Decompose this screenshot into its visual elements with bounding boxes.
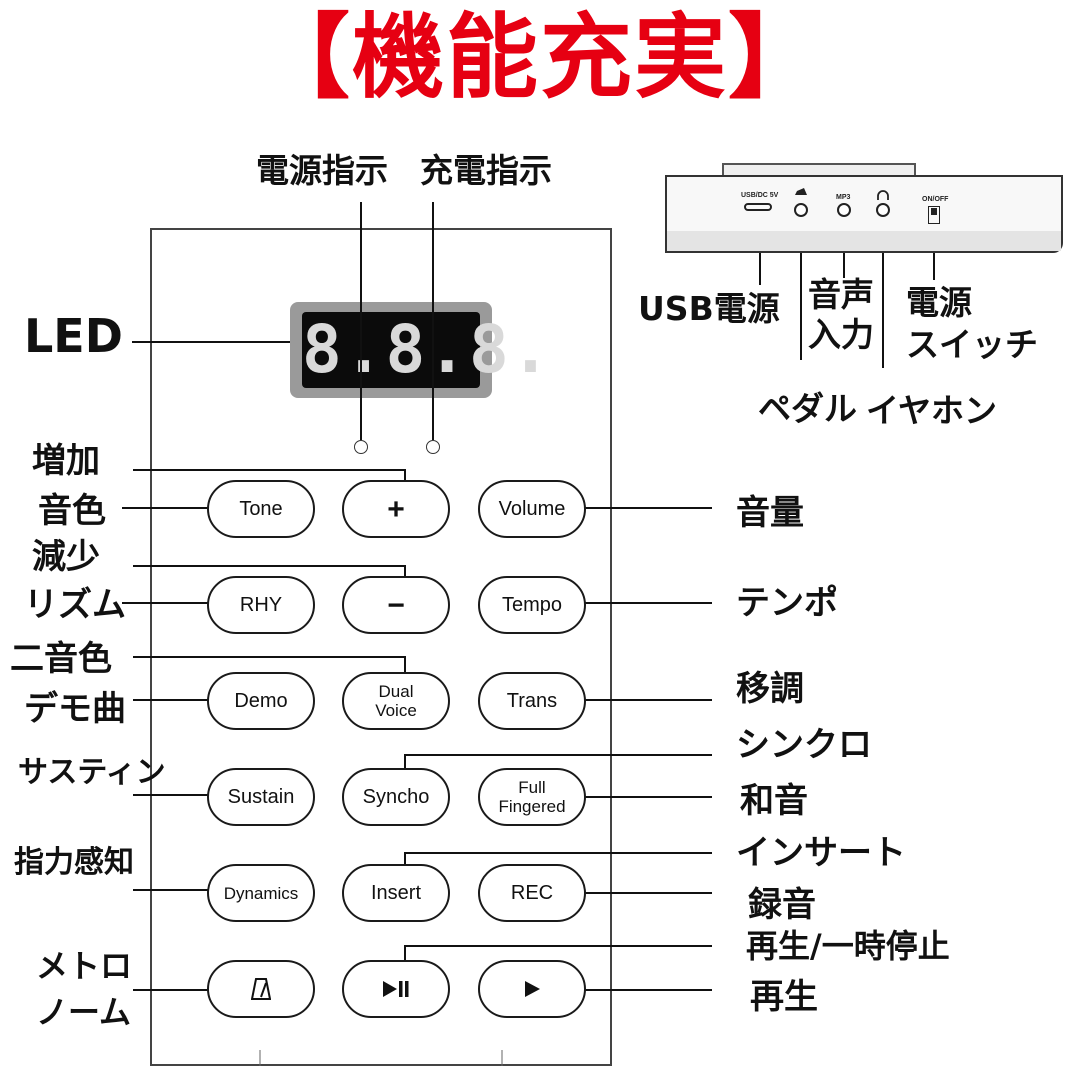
power-indicator-label: 電源指示: [256, 151, 388, 190]
minus-button[interactable]: −: [342, 576, 450, 634]
power-switch-label-line2: スイッチ: [906, 325, 1038, 364]
full-fingered-button[interactable]: Full Fingered: [478, 768, 586, 826]
metronome-label-line2: ノーム: [36, 993, 132, 1031]
switch-label: ON/OFF: [922, 196, 949, 203]
record-label: 録音: [748, 885, 816, 925]
mp3-jack: [837, 203, 851, 217]
headphones-icon: [876, 190, 890, 205]
dynamics-label: 指力感知: [14, 845, 134, 880]
tone-label: 音色: [38, 491, 106, 531]
metronome-label-line1: メトロ: [36, 947, 133, 985]
metronome-icon: [251, 978, 271, 1000]
led-label: LED: [24, 309, 123, 363]
demo-label: デモ曲: [24, 689, 126, 729]
page-title: 【機能充実】: [257, 4, 822, 111]
play-icon: [525, 981, 540, 997]
charge-indicator-label: 充電指示: [420, 151, 552, 190]
device-side-strip: [667, 231, 1061, 251]
panel-bottom-notch: [259, 1050, 503, 1066]
insert-button[interactable]: Insert: [342, 864, 450, 922]
metronome-button[interactable]: [207, 960, 315, 1018]
usb-power-label: USB電源: [638, 289, 780, 328]
led-display: [302, 312, 480, 388]
pedal-jack: [794, 203, 808, 217]
play-pause-icon: [383, 981, 409, 997]
chord-label: 和音: [740, 781, 808, 821]
rec-button[interactable]: REC: [478, 864, 586, 922]
power-switch-label-line1: 電源: [906, 283, 972, 322]
play-label: 再生: [750, 977, 818, 1017]
dual-voice-button[interactable]: Dual Voice: [342, 672, 450, 730]
plus-button[interactable]: +: [342, 480, 450, 538]
power-indicator-light: [354, 440, 368, 454]
earphone-label: イヤホン: [866, 391, 998, 430]
power-switch-knob: [931, 208, 937, 215]
dual-voice-button-line2: Voice: [375, 701, 417, 720]
audio-input-label-line1: 音声: [808, 275, 874, 314]
dual-voice-button-line1: Dual: [378, 682, 414, 701]
dynamics-button[interactable]: Dynamics: [207, 864, 315, 922]
increase-label: 増加: [32, 441, 100, 481]
usb-port-label: USB/DC 5V: [741, 192, 779, 199]
charge-indicator-light: [426, 440, 440, 454]
syncho-label: シンクロ: [736, 725, 872, 765]
pedal-icon: [794, 186, 808, 199]
earphone-jack: [876, 203, 890, 217]
full-fingered-button-line2: Fingered: [498, 797, 566, 816]
power-switch: [928, 206, 940, 224]
play-button[interactable]: [478, 960, 586, 1018]
pedal-label: ペダル: [758, 389, 857, 428]
rhythm-label: リズム: [24, 585, 126, 625]
tempo-button[interactable]: Tempo: [478, 576, 586, 634]
insert-label: インサート: [736, 833, 906, 873]
device-top-edge: [722, 163, 916, 177]
play-pause-button[interactable]: [342, 960, 450, 1018]
audio-input-label-line2: 入力: [808, 315, 874, 354]
tempo-label: テンポ: [736, 583, 838, 623]
decrease-label: 減少: [32, 537, 100, 577]
trans-button[interactable]: Trans: [478, 672, 586, 730]
mp3-port-label: MP3: [836, 194, 851, 201]
play-pause-label: 再生/一時停止: [746, 927, 950, 965]
sustain-label: サスティン: [18, 755, 166, 790]
full-fingered-button-line1: Full: [518, 778, 546, 797]
sustain-button[interactable]: Sustain: [207, 768, 315, 826]
rhy-button[interactable]: RHY: [207, 576, 315, 634]
syncho-button[interactable]: Syncho: [342, 768, 450, 826]
volume-button[interactable]: Volume: [478, 480, 586, 538]
volume-label: 音量: [736, 493, 804, 533]
demo-button[interactable]: Demo: [207, 672, 315, 730]
dual-voice-label: 二音色: [10, 639, 112, 679]
usb-port: [744, 203, 772, 211]
tone-button[interactable]: Tone: [207, 480, 315, 538]
transpose-label: 移調: [736, 669, 804, 709]
